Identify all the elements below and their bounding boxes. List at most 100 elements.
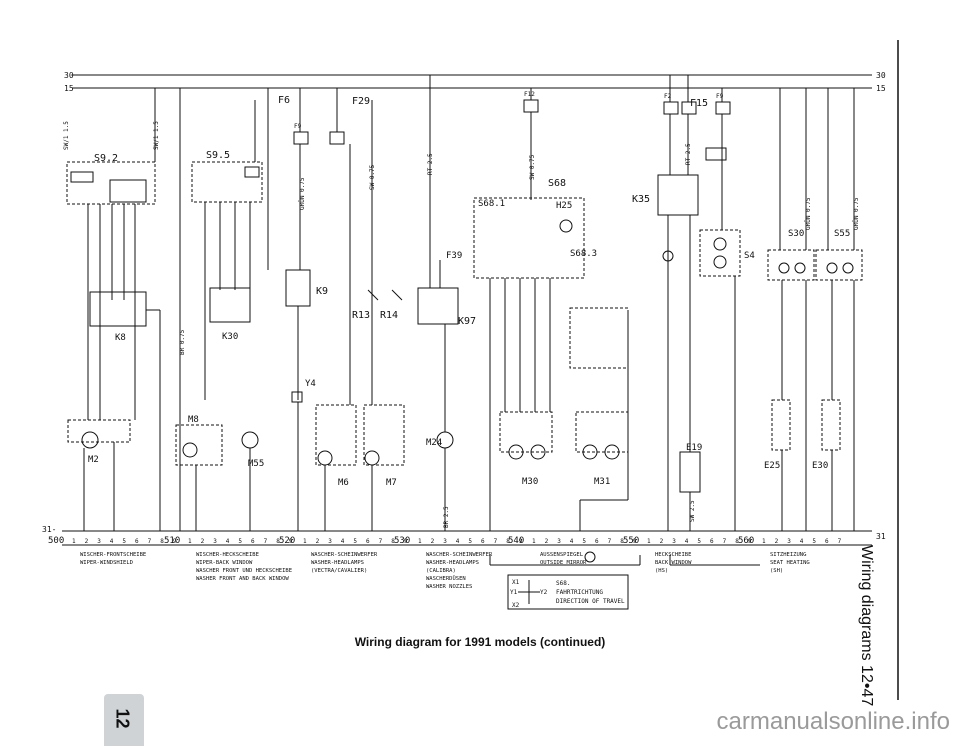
ruler-digit: 7 <box>723 538 727 545</box>
wire-label: BR 2.5 <box>443 506 450 528</box>
ruler-digit: 9 <box>173 538 177 545</box>
ruler-digit: 2 <box>201 538 205 545</box>
ruler-digit: 3 <box>97 538 101 545</box>
wire-label: GRÜN 0.75 <box>805 197 812 230</box>
label-e30: E30 <box>812 461 828 471</box>
label-s68-1: S68.1 <box>478 199 505 209</box>
indicator <box>662 250 674 262</box>
ruler-digit: 8 <box>506 538 510 545</box>
section-number: 540 <box>508 536 524 546</box>
ruler-digit: 1 <box>188 538 192 545</box>
motor-m7 <box>364 450 380 466</box>
section-description-line: WISCHER-HECKSCHEIBE <box>196 552 259 558</box>
section-description-line: WASHER-HEADLAMPS <box>426 560 479 566</box>
ruler-digit: 2 <box>660 538 664 545</box>
legend-y2: Y2 <box>540 589 548 596</box>
ruler-digit: 5 <box>238 538 242 545</box>
fuse-f15 <box>681 101 697 115</box>
wire-label: SW 0.75 <box>529 154 536 180</box>
mirror-m31-box <box>575 411 629 453</box>
section-description-line: HECKSCHEIBE <box>655 552 691 558</box>
ruler-digit: 3 <box>787 538 791 545</box>
ruler-digit: 6 <box>710 538 714 545</box>
label-m2: M2 <box>88 455 99 465</box>
rail-31-label-right: 31 <box>876 532 886 541</box>
fuse-f2 <box>663 101 679 115</box>
section-number: 560 <box>738 536 754 546</box>
wire-label: SW/1 1.5 <box>153 121 160 150</box>
figure-caption: Wiring diagram for 1991 models (continue… <box>354 635 606 649</box>
mirror-m31-motor2 <box>604 444 620 460</box>
ruler-digit: 3 <box>328 538 332 545</box>
motor-m2-box <box>67 419 131 443</box>
section-description-line: (VECTRA/CAVALIER) <box>311 568 367 574</box>
rail-15-label-left: 15 <box>64 84 74 93</box>
switch-s4 <box>699 229 741 277</box>
ruler-digit: 4 <box>456 538 460 545</box>
mirror-m30-motor1 <box>508 444 524 460</box>
section-description-line: WIPER-BACK WINDOW <box>196 560 253 566</box>
ruler-digit: 2 <box>545 538 549 545</box>
label-k97: K97 <box>458 316 476 327</box>
label-m8: M8 <box>188 415 199 425</box>
ruler-digit: 3 <box>443 538 447 545</box>
motor-m6-box <box>315 404 357 466</box>
rail-30-label-left: 30 <box>64 71 74 80</box>
running-head: Wiring diagrams 12•47 <box>853 545 875 706</box>
section-description-line: (SH) <box>770 568 783 574</box>
ruler-digit: 4 <box>341 538 345 545</box>
chapter-tab: 12 <box>104 694 144 746</box>
motor-m8-box <box>175 424 223 466</box>
ruler-digit: 6 <box>135 538 139 545</box>
legend-y1: Y1 <box>510 589 518 596</box>
ruler-digit: 6 <box>251 538 255 545</box>
section-description-line: WASHER-HEADLAMPS <box>311 560 364 566</box>
ruler-digit: 3 <box>557 538 561 545</box>
motor-m8 <box>182 442 198 458</box>
ruler-digit: 4 <box>570 538 574 545</box>
ruler-digit: 3 <box>672 538 676 545</box>
wire-label: RT 2.5 <box>427 153 434 175</box>
legend-box <box>507 574 629 610</box>
label-s9-5: S9.5 <box>206 150 230 161</box>
ruler-digit: 2 <box>775 538 779 545</box>
rail-31-label-left: 31- <box>42 525 56 534</box>
legend-line2: FAHRTRICHTUNG <box>556 589 603 596</box>
ruler-digit: 6 <box>595 538 599 545</box>
ruler-digit: 8 <box>276 538 280 545</box>
switch-s68 <box>473 197 585 279</box>
section-description-line: WASCHER-SCHEINWERFER <box>311 552 378 558</box>
label-s9-2: S9.2 <box>94 153 118 164</box>
label-s4: S4 <box>744 251 755 261</box>
ruler-digit: 1 <box>647 538 651 545</box>
label-k8: K8 <box>115 333 126 343</box>
fuse-f6-label: F6 <box>278 95 290 106</box>
label-k30: K30 <box>222 332 238 342</box>
fuse-f9-b-label: F9 <box>716 93 724 100</box>
relay-k30 <box>209 287 251 323</box>
ruler-digit: 8 <box>620 538 624 545</box>
ruler-digit: 7 <box>148 538 152 545</box>
section-description-line: OUTSIDE MIRROR <box>540 560 587 566</box>
ruler-digit: 8 <box>391 538 395 545</box>
section-number: 500 <box>48 536 64 546</box>
ruler-digit: 5 <box>812 538 816 545</box>
connector-111 <box>705 147 727 161</box>
switch-s4-lamp1 <box>713 237 727 251</box>
watermark: carmanualsonline.info <box>716 708 950 735</box>
ruler-digit: 1 <box>303 538 307 545</box>
legend-line1: S68. <box>556 580 570 587</box>
wire-label: GRÜN 0.75 <box>299 177 306 210</box>
label-e19: E19 <box>686 443 702 453</box>
fuse-f29 <box>329 131 345 145</box>
ruler-digit: 4 <box>685 538 689 545</box>
relay-k97 <box>417 287 459 325</box>
fuse-f9-b <box>715 101 731 115</box>
ruler-digit: 5 <box>697 538 701 545</box>
switch-s30-lamp2 <box>794 262 806 274</box>
section-description-line: WASHER NOZZLES <box>426 584 472 590</box>
ruler-digit: 1 <box>532 538 536 545</box>
mirror-m30-box <box>499 411 553 453</box>
ruler-digit: 5 <box>122 538 126 545</box>
wire-label: SW 0.75 <box>369 164 376 190</box>
